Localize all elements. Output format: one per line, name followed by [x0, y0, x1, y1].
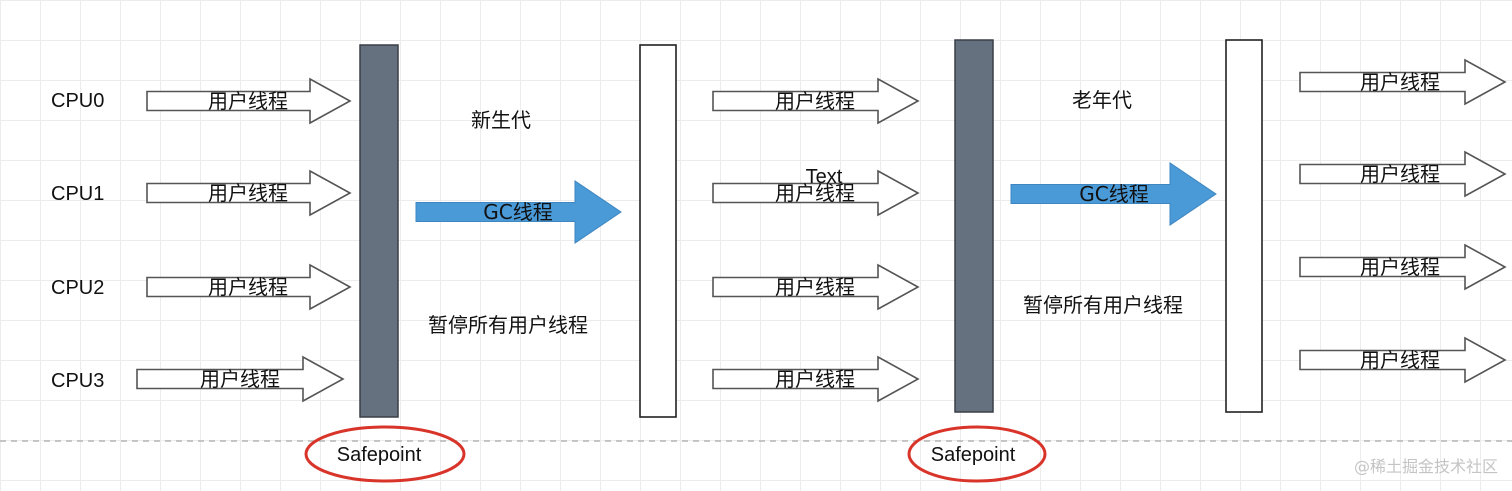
- safepoint-ellipse-2: [907, 425, 1047, 483]
- thread-label-c3-r3: 用户线程: [1360, 348, 1440, 372]
- cpu-label-1: CPU1: [51, 183, 105, 205]
- thread-arrow-c1-r1: [146, 169, 352, 217]
- cpu-label-0: CPU0: [51, 90, 105, 112]
- gc-arrow-1: [415, 180, 622, 244]
- thread-label-c1-r1: 用户线程: [208, 181, 288, 205]
- thread-arrow-c1-r3: [136, 355, 345, 403]
- thread-label-c1-r2: 用户线程: [208, 275, 288, 299]
- safepoint-bar-2: [954, 39, 994, 413]
- thread-arrows: [136, 58, 1507, 403]
- text-label: Text: [805, 166, 843, 188]
- thread-label-c2-r3: 用户线程: [775, 367, 855, 391]
- cpu-label-3: CPU3: [51, 370, 105, 392]
- thread-label-c2-r2: 用户线程: [775, 275, 855, 299]
- watermark: @稀土掘金技术社区: [1353, 457, 1498, 476]
- gc-arrows: [415, 162, 1217, 244]
- thread-label-c2-r1: 用户线程: [775, 181, 855, 205]
- thread-arrow-c1-r0: [146, 77, 352, 125]
- thread-label-c3-r2: 用户线程: [1360, 255, 1440, 279]
- pause-label-1: 暂停所有用户线程: [428, 313, 588, 337]
- gc-thread-label-2: GC线程: [1079, 182, 1149, 206]
- thread-label-c3-r1: 用户线程: [1360, 162, 1440, 186]
- old-gen-label: 老年代: [1072, 88, 1132, 112]
- thread-arrow-c2-r2: [712, 263, 920, 311]
- thread-arrow-c2-r3: [712, 355, 920, 403]
- resume-bar-2: [1225, 39, 1263, 413]
- thread-arrow-c3-r3: [1299, 336, 1507, 384]
- safepoint-label-2: Safepoint: [930, 444, 1016, 466]
- thread-label-c3-r0: 用户线程: [1360, 70, 1440, 94]
- thread-arrow-c3-r2: [1299, 243, 1507, 291]
- pause-label-2: 暂停所有用户线程: [1023, 293, 1183, 317]
- thread-label-c2-r0: 用户线程: [775, 89, 855, 113]
- gc-thread-label-1: GC线程: [483, 200, 553, 224]
- thread-arrow-c2-r0: [712, 77, 920, 125]
- safepoint-label-1: Safepoint: [336, 444, 422, 466]
- resume-bar-1: [639, 44, 677, 418]
- thread-arrow-c2-r1: [712, 169, 920, 217]
- thread-label-c1-r0: 用户线程: [208, 89, 288, 113]
- gc-arrow-2: [1010, 162, 1217, 226]
- thread-label-c1-r3: 用户线程: [200, 367, 280, 391]
- thread-arrow-c3-r0: [1299, 58, 1507, 106]
- safepoint-bar-1: [359, 44, 399, 418]
- young-gen-label: 新生代: [471, 108, 531, 132]
- cpu-label-2: CPU2: [51, 277, 105, 299]
- thread-arrow-c1-r2: [146, 263, 352, 311]
- safepoint-ellipse-1: [304, 425, 466, 483]
- thread-arrow-c3-r1: [1299, 150, 1507, 198]
